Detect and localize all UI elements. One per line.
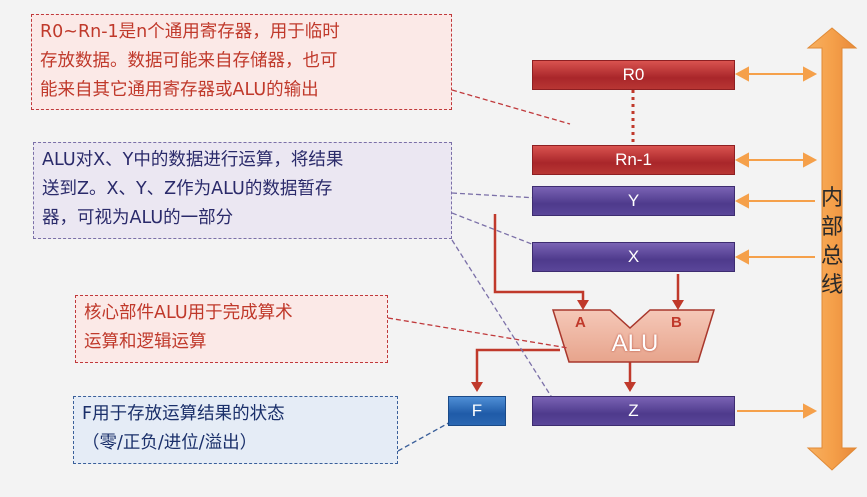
bus-label-char: 内: [820, 186, 843, 211]
register-rn1: Rn-1: [532, 145, 735, 175]
note-line: F用于存放运算结果的状态: [82, 404, 285, 424]
alu-port-a: A: [575, 314, 586, 331]
alu-shape: [551, 309, 716, 363]
internal-bus-label: 内 部 总 线: [814, 184, 850, 300]
note-alu-temp-registers: ALU对X、Y中的数据进行运算，将结果 送到Z。X、Y、Z作为ALU的数据暂存 …: [33, 142, 452, 239]
note-line: ALU对X、Y中的数据进行运算，将结果: [42, 150, 344, 170]
note-general-registers: R0~Rn-1是n个通用寄存器，用于临时 存放数据。数据可能来自存储器，也可 能…: [31, 14, 452, 110]
note4-pointer: [397, 419, 455, 452]
alu-wiring: [475, 214, 680, 384]
note-line: R0~Rn-1是n个通用寄存器，用于临时: [40, 22, 340, 42]
bus-label-char: 线: [820, 273, 843, 298]
note2-pointer-z: [451, 239, 557, 405]
note-line: 器，可视为ALU的一部分: [42, 208, 234, 228]
note-alu-core: 核心部件ALU用于完成算术 运算和逻辑运算: [75, 295, 388, 363]
note-line: （零/正负/进位/溢出）: [82, 433, 258, 453]
alu-label: ALU: [611, 330, 659, 357]
alu-port-b: B: [671, 314, 682, 331]
register-y: Y: [532, 186, 735, 216]
note1-pointer: [451, 89, 571, 125]
note-line: 能来自其它通用寄存器或ALU的输出: [40, 80, 319, 100]
register-z: Z: [532, 396, 735, 426]
bus-label-char: 总: [820, 244, 843, 269]
note3-pointer: [387, 317, 569, 349]
note-line: 核心部件ALU用于完成算术: [84, 303, 293, 323]
note-line: 运算和逻辑运算: [84, 332, 207, 352]
register-x: X: [532, 242, 735, 272]
register-f: F: [448, 396, 506, 426]
bus-label-char: 部: [820, 215, 843, 240]
register-r0: R0: [532, 60, 735, 90]
bus-connections: [734, 66, 818, 419]
note-flag-register: F用于存放运算结果的状态 （零/正负/进位/溢出）: [73, 396, 398, 464]
note-line: 存放数据。数据可能来自存储器，也可: [40, 51, 338, 71]
note-line: 送到Z。X、Y、Z作为ALU的数据暂存: [42, 179, 333, 199]
internal-bus-arrow: [806, 27, 858, 471]
